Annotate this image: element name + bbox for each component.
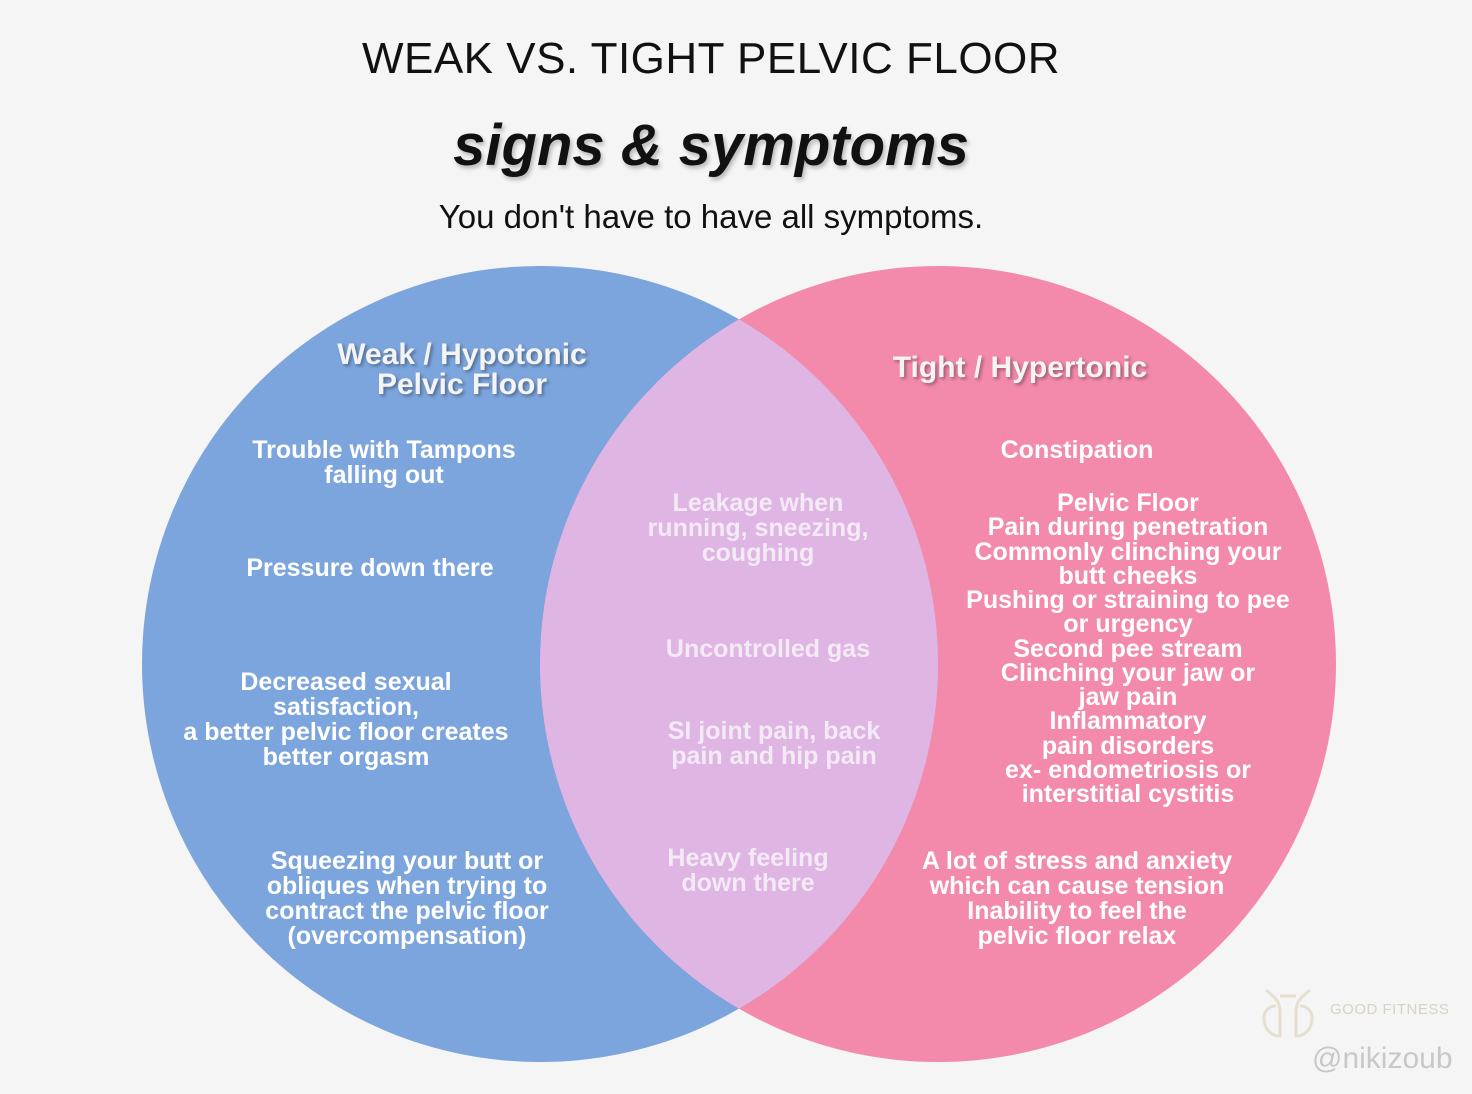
weak-item-4: Squeezing your butt or obliques when try… (265, 847, 549, 950)
good-fitness-logo-icon (1262, 988, 1314, 1038)
both-item-1: Leakage when running, sneezing, coughing (647, 489, 869, 567)
watermark-brand: GOOD FITNESS (1330, 1001, 1450, 1018)
weak-item-3: Decreased sexual satisfaction, a better … (183, 668, 509, 771)
page-title: WEAK VS. TIGHT PELVIC FLOOR (361, 34, 1061, 83)
both-item-3: SI joint pain, back pain and hip pain (667, 717, 881, 770)
tight-heading: Tight / Hypertonic (892, 351, 1148, 384)
weak-item-2: Pressure down there (246, 554, 494, 582)
page-note: You don't have to have all symptoms. (438, 198, 984, 235)
tight-item-2: Pelvic Floor Pain during penetration Com… (966, 489, 1290, 808)
watermark-handle: @nikizoub (1312, 1042, 1453, 1075)
weak-heading: Weak / Hypotonic Pelvic Floor (337, 338, 587, 401)
tight-item-1: Constipation (1000, 436, 1154, 464)
overlap-region (540, 266, 938, 1062)
page-subtitle: signs & symptoms (453, 113, 969, 178)
tight-item-3: A lot of stress and anxiety which can ca… (921, 847, 1233, 950)
weak-item-1: Trouble with Tampons falling out (252, 436, 516, 489)
both-item-2: Uncontrolled gas (665, 635, 871, 663)
both-item-4: Heavy feeling down there (667, 844, 829, 897)
